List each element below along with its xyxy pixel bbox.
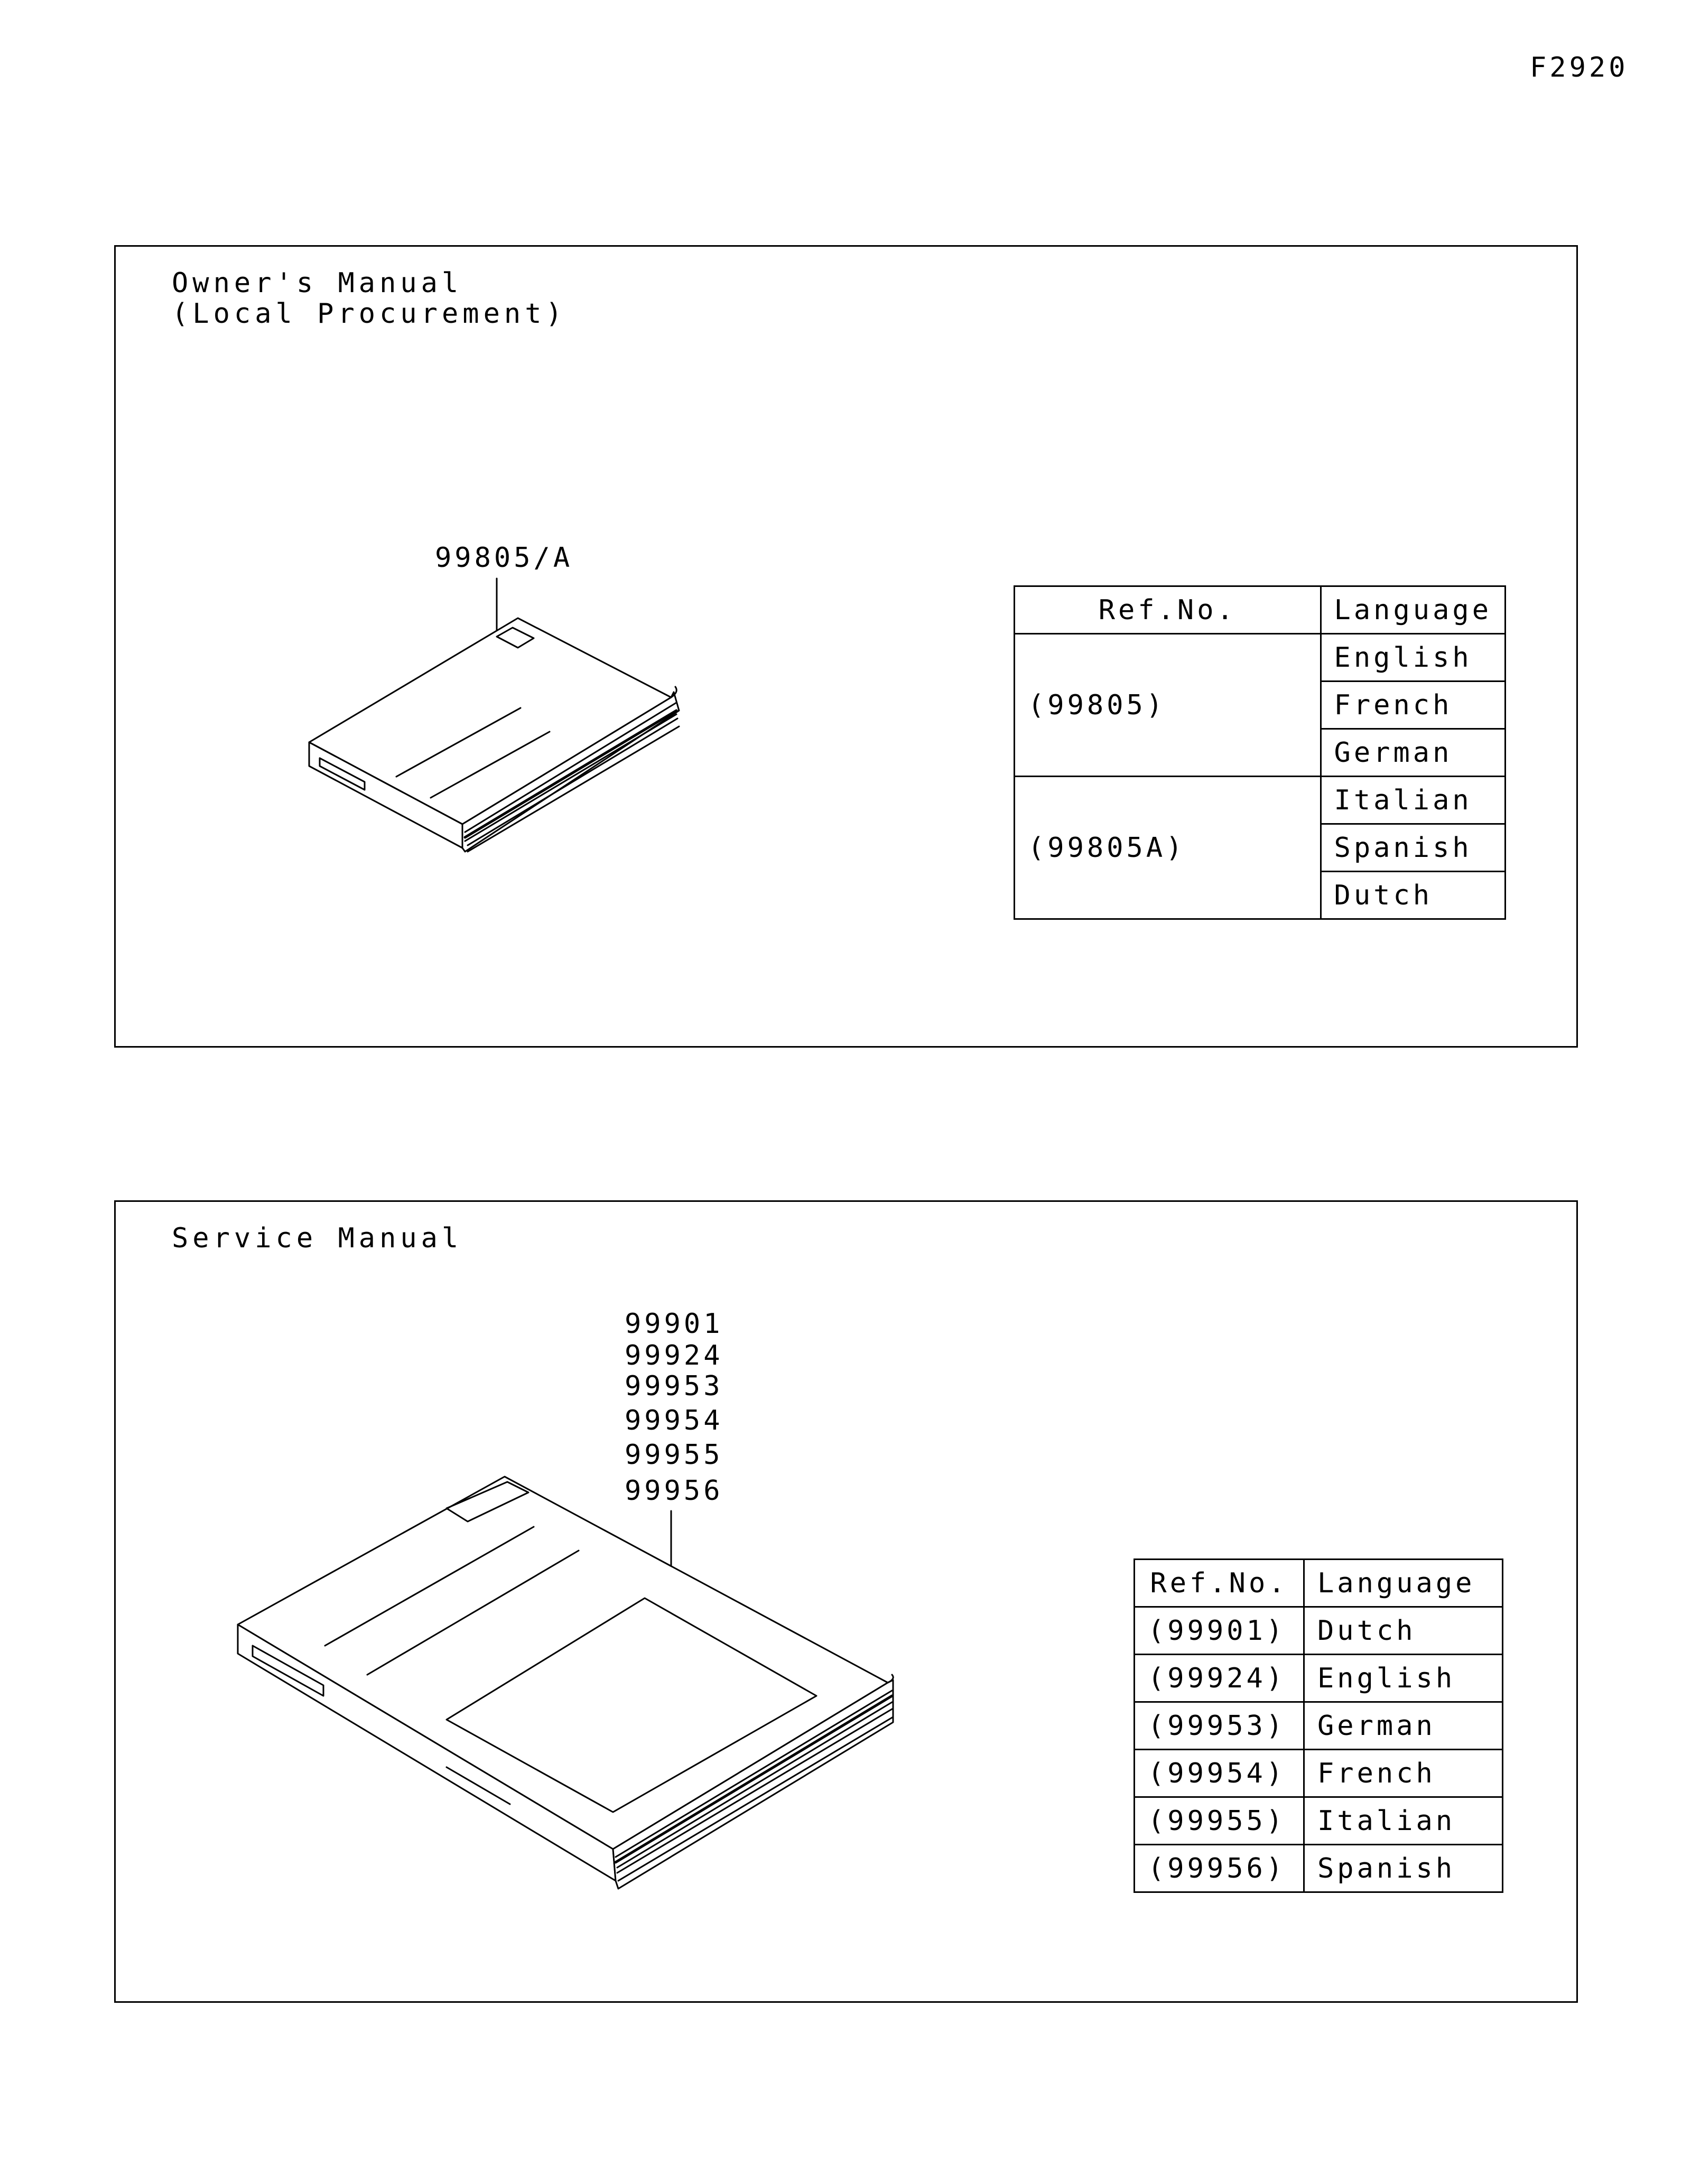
owners-manual-panel: Owner's Manual (Local Procurement) [114,245,1578,1048]
service-table-language: Spanish [1303,1844,1503,1893]
owners-table-language: Italian [1320,776,1507,825]
service-callout: 99956 [625,1475,723,1507]
service-callout: 99901 [625,1308,723,1340]
figure-code: F2920 [1530,52,1629,83]
owners-table-language: French [1320,680,1507,730]
owners-manual-callout: 99805/A [435,542,573,574]
owners-table-header-language: Language [1320,585,1507,634]
service-manual-parts-table: Ref.No. Language (99901) Dutch (99924) E… [1133,1558,1503,1893]
service-callout: 99955 [625,1439,723,1471]
service-table-ref: (99901) [1133,1606,1305,1655]
service-table-language: French [1303,1749,1503,1798]
service-manual-title: Service Manual [172,1222,463,1254]
owners-table-ref-99805: (99805) [1014,633,1322,777]
service-table-language: English [1303,1654,1503,1703]
service-table-ref: (99955) [1133,1796,1305,1845]
service-callout: 99954 [625,1405,723,1436]
service-table-header-language: Language [1303,1558,1503,1608]
owners-table-header-ref: Ref.No. [1014,585,1322,634]
service-callout: 99953 [625,1370,723,1402]
service-table-ref: (99954) [1133,1749,1305,1798]
owners-table-language: English [1320,633,1507,682]
service-table-language: Italian [1303,1796,1503,1845]
service-table-header-ref: Ref.No. [1133,1558,1305,1608]
service-table-ref: (99924) [1133,1654,1305,1703]
service-table-ref: (99956) [1133,1844,1305,1893]
owners-table-ref-99805a: (99805A) [1014,776,1322,920]
service-callout: 99924 [625,1340,723,1371]
owners-table-language: Dutch [1320,871,1507,920]
owners-table-language: Spanish [1320,823,1507,872]
service-table-language: German [1303,1701,1503,1750]
service-manual-panel: Service Manual [114,1200,1578,2003]
owners-table-language: German [1320,728,1507,777]
owners-manual-title-line2: (Local Procurement) [172,298,566,330]
owners-manual-title-line1: Owner's Manual [172,267,463,299]
owners-manual-parts-table: Ref.No. Language (99805) English French … [1014,585,1507,920]
service-table-language: Dutch [1303,1606,1503,1655]
owners-manual-title: Owner's Manual (Local Procurement) [172,268,566,329]
service-table-ref: (99953) [1133,1701,1305,1750]
